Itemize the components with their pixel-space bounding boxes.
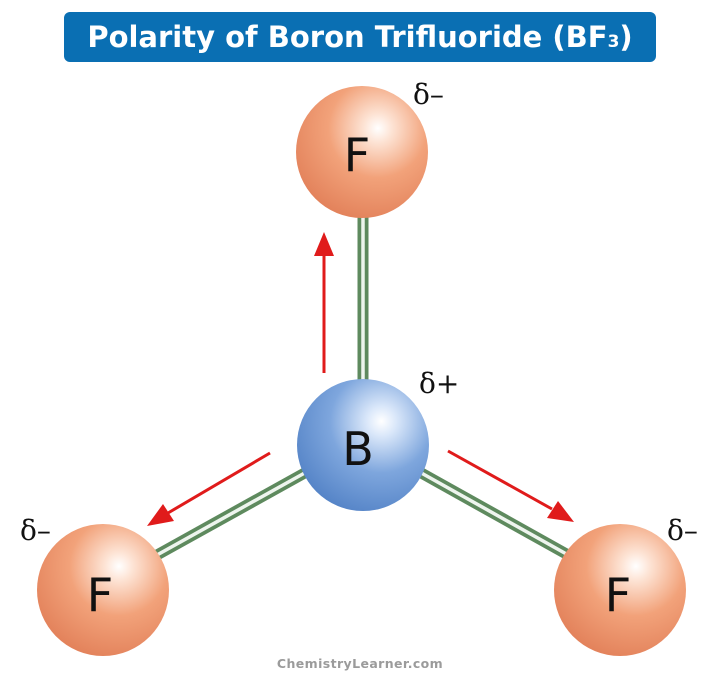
- watermark-text: ChemistryLearner.com: [276, 656, 444, 671]
- atom-boron-center: B: [297, 379, 429, 511]
- atom-label-right: F: [605, 568, 631, 622]
- atom-fluorine-left: F: [37, 524, 169, 656]
- atom-fluorine-top: F: [296, 86, 428, 218]
- dipole-arrow-top: [314, 232, 334, 373]
- diagram-title: Polarity of Boron Trifluoride (BF: [87, 20, 608, 54]
- atom-label-center: B: [342, 422, 374, 476]
- dipole-arrow-right: [447, 449, 574, 522]
- atom-label-top: F: [344, 128, 370, 182]
- diagram-title-close: ): [619, 20, 633, 54]
- charge-label-top: δ–: [413, 78, 444, 111]
- diagram-title-subscript: 3: [607, 32, 620, 52]
- dipole-arrow-left: [147, 451, 271, 526]
- charge-label-left: δ–: [20, 514, 51, 547]
- atom-label-left: F: [87, 568, 113, 622]
- charge-label-right: δ–: [667, 514, 698, 547]
- atom-fluorine-right: F: [554, 524, 686, 656]
- charge-label-center: δ+: [419, 367, 459, 400]
- bond-left: [127, 465, 313, 575]
